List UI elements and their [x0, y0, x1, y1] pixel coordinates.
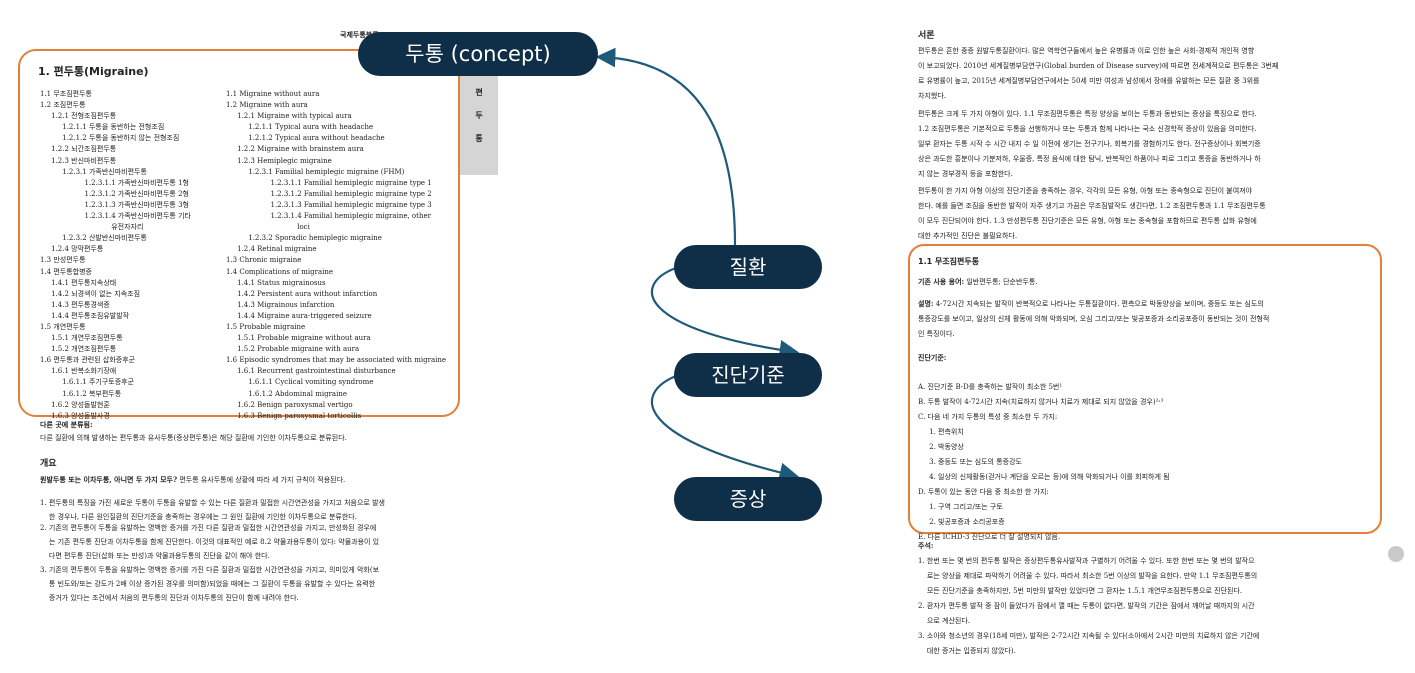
criteria-line: 2. 박동양상	[918, 443, 964, 451]
prev-term: 기존 사용 용어: 일반편두통; 단순반두통.	[918, 274, 1038, 290]
overview-lead-bold: 원발두통 또는 이차두통, 아니면 두 가지 모두?	[40, 475, 178, 484]
intro-para-3: 편두통이 한 가지 아형 이상의 진단기준을 충족하는 경우, 각각의 모든 유…	[918, 187, 1266, 240]
scroll-dot[interactable]	[1388, 546, 1404, 562]
arrow-criteria-to-symptom	[650, 374, 800, 483]
criteria-line: 4. 일상의 신체활동(걷거나 계단을 오르는 등)에 의해 악화되거나 이를 …	[918, 473, 1170, 481]
side-tab-char: 두	[475, 111, 483, 120]
criteria-title: 진단기준:	[918, 353, 947, 362]
elsewhere-text: 다른 질환에 의해 발생하는 편두통과 유사두통(증상편두통)은 해당 질환에 …	[40, 434, 347, 442]
left-highlight-box	[18, 49, 460, 417]
criteria-line: B. 두통 발작이 4-72시간 지속(치료하지 않거나 치료가 제대로 되지 …	[918, 398, 1164, 406]
rule-2: 2. 기존의 편두통이 두통을 유발하는 명백한 증거를 가진 다른 질환과 밀…	[40, 524, 380, 560]
intro-para-1: 편두통은 흔한 중증 원발두통질환이다. 많은 역학연구들에서 높은 유병률과 …	[918, 47, 1279, 100]
node-disease[interactable]: 질환	[674, 245, 822, 289]
intro-para-2: 편두통은 크게 두 가지 아형이 있다. 1.1 무조짐편두통은 특정 양상을 …	[918, 110, 1261, 178]
node-criteria[interactable]: 진단기준	[674, 353, 822, 397]
side-tab-char: 편	[475, 88, 483, 97]
criteria-line: C. 다음 네 가지 두통의 특성 중 최소한 두 가지:	[918, 413, 1058, 421]
notes-text: 1. 한번 또는 몇 번의 편두통 발작은 증상편두통유사발작과 구별하기 어려…	[918, 557, 1260, 655]
criteria-line: E. 다른 ICHD-3 진단으로 더 잘 설명되지 않음.	[918, 533, 1061, 541]
intro-title: 서론	[918, 31, 935, 41]
left-section-title: 1. 편두통(Migraine)	[38, 65, 149, 78]
criteria-line: 1. 구역 그리고/또는 구토	[918, 503, 1003, 511]
rule-3: 3. 기존의 편두통이 두통을 유발하는 명백한 증거를 가진 다른 질환과 밀…	[40, 566, 380, 602]
node-symptom[interactable]: 증상	[674, 477, 822, 521]
left-doc-header: 국제두통분류	[340, 30, 379, 39]
node-concept[interactable]: 두통 (concept)	[358, 32, 598, 76]
overview-title: 개요	[40, 459, 57, 469]
side-tab: 편 두 통	[460, 75, 498, 175]
prev-term-label: 기존 사용 용어:	[918, 277, 965, 286]
box-title: 1.1 무조짐편두통	[918, 257, 980, 266]
criteria-line: D. 두통이 있는 동안 다음 중 최소한 한 가지:	[918, 488, 1049, 496]
desc-label: 설명:	[918, 299, 934, 308]
english-classification-list: 1.1 Migraine without aura 1.2 Migraine w…	[226, 90, 447, 420]
description: 설명: 4-72시간 지속되는 발작이 반복적으로 나타나는 두통질환이다. 편…	[918, 296, 1269, 342]
criteria-line: 3. 중등도 또는 심도의 통증강도	[918, 458, 1022, 466]
arrow-disease-to-concept	[595, 47, 737, 246]
elsewhere-title: 다른 곳에 분류됨:	[40, 420, 93, 429]
overview-lead-rest: 편두통 유사두통에 상황에 따라 세 가지 규칙이 적용된다.	[177, 476, 346, 484]
criteria-list: A. 진단기준 B-D를 충족하는 발작이 최소한 5번¹ B. 두통 발작이 4…	[918, 365, 1170, 560]
desc-value: 4-72시간 지속되는 발작이 반복적으로 나타나는 두통질환이다. 편측으로 …	[918, 300, 1270, 338]
side-tab-char: 통	[475, 134, 483, 143]
arrow-disease-to-criteria	[650, 266, 800, 360]
rule-1: 1. 편두통의 특징을 가진 새로운 두통이 두통을 유발할 수 있는 다른 질…	[40, 499, 385, 521]
overview-lead: 원발두통 또는 이차두통, 아니면 두 가지 모두? 편두통 유사두통에 상황에…	[40, 473, 450, 487]
criteria-line: A. 진단기준 B-D를 충족하는 발작이 최소한 5번¹	[918, 383, 1063, 391]
criteria-line: 2. 빛공포증과 소리공포증	[918, 518, 1005, 526]
criteria-line: 1. 편측위치	[918, 428, 964, 436]
prev-term-value: 일반편두통; 단순반두통.	[964, 278, 1038, 286]
korean-classification-list: 1.1 무조짐편두통 1.2 조짐편두통 1.2.1 전형조짐편두통 1.2.1…	[40, 90, 191, 420]
notes-title: 주석:	[918, 541, 934, 550]
right-highlight-box	[908, 244, 1382, 534]
